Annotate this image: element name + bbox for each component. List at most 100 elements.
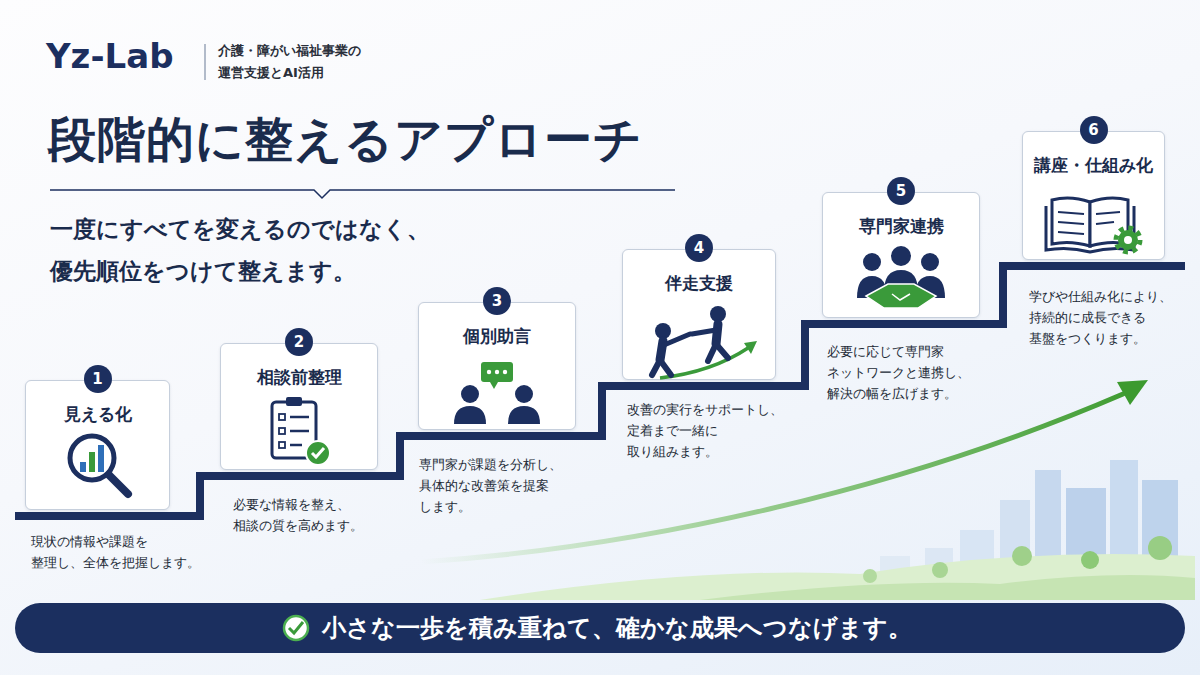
growth-arrowhead xyxy=(1117,380,1148,405)
bubble-tail xyxy=(490,382,498,389)
check-mark xyxy=(289,622,303,633)
tree xyxy=(1081,551,1099,569)
book-cover xyxy=(1046,206,1134,252)
book-page xyxy=(1090,198,1128,246)
rise-arrow xyxy=(660,348,748,378)
step-title: 講座・仕組み化 xyxy=(1023,154,1164,177)
clip xyxy=(286,397,302,406)
person-body xyxy=(454,406,486,424)
book-page xyxy=(1052,198,1090,246)
step-number: 1 xyxy=(84,365,112,393)
tagline: 介護・障がい福祉事業の 運営支援とAI活用 xyxy=(218,40,458,84)
tree xyxy=(1148,536,1172,560)
banner-text: 小さな一歩を積み重ねて、確かな成果へつなげます。 xyxy=(322,603,912,653)
person-body xyxy=(884,270,918,292)
network-icon xyxy=(857,246,945,308)
step-title: 専門家連携 xyxy=(823,215,979,238)
person-arm xyxy=(664,334,690,345)
step-number-text: 3 xyxy=(483,287,511,315)
person-head xyxy=(515,385,533,403)
check-badge xyxy=(306,441,330,465)
hill xyxy=(700,575,1195,600)
step-title: 個別助言 xyxy=(419,325,575,348)
lens xyxy=(70,436,114,480)
person-head xyxy=(461,385,479,403)
person-body xyxy=(508,406,540,424)
person-body xyxy=(716,324,718,344)
board xyxy=(272,402,316,458)
step-description: 学びや仕組み化により、 持続的に成長できる 基盤をつくります。 xyxy=(1029,286,1189,349)
step-card: 相談前整理必要な情報を整え、 相談の質を高めます。2 xyxy=(220,343,378,470)
person-head xyxy=(921,253,939,271)
person-head xyxy=(891,246,911,266)
checkbox xyxy=(279,414,285,420)
step-title: 見える化 xyxy=(26,403,169,426)
page-title: 段階的に整えるアプローチ xyxy=(48,108,643,172)
support-icon xyxy=(652,306,757,378)
clipboard-icon xyxy=(272,397,330,465)
logo-separator xyxy=(204,44,206,80)
step-description: 必要に応じて専門家 ネットワークと連携し、 解決の幅を広げます。 xyxy=(827,341,1002,404)
step-number: 4 xyxy=(685,234,713,262)
check-mark xyxy=(312,448,324,457)
step-number-text: 6 xyxy=(1080,116,1108,144)
step-title: 相談前整理 xyxy=(221,366,377,389)
step-number-text: 1 xyxy=(84,365,112,393)
step-number: 5 xyxy=(887,177,915,205)
checkbox xyxy=(279,442,285,448)
tree xyxy=(863,569,877,583)
title-underline xyxy=(50,190,675,198)
person-body xyxy=(915,276,945,298)
person-head xyxy=(863,253,881,271)
bubble-dot xyxy=(503,370,507,374)
step-number-text: 5 xyxy=(887,177,915,205)
handshake-detail xyxy=(892,294,910,300)
trees xyxy=(863,536,1172,583)
gear-hole xyxy=(1124,236,1132,244)
bar xyxy=(89,452,95,472)
handle xyxy=(109,475,128,494)
step-card: 専門家連携必要に応じて専門家 ネットワークと連携し、 解決の幅を広げます。5 xyxy=(822,192,980,318)
step-number-text: 4 xyxy=(685,234,713,262)
list-line xyxy=(290,444,302,447)
tree xyxy=(1012,546,1032,566)
tree xyxy=(932,562,948,578)
bar xyxy=(80,462,86,472)
step-card: 伴走支援改善の実行をサポートし、 定着まで一緒に 取り組みます。4 xyxy=(622,249,776,380)
subtitle: 一度にすべてを変えるのではなく、 優先順位をつけて整えます。 xyxy=(50,208,650,292)
step-description: 改善の実行をサポートし、 定着まで一緒に 取り組みます。 xyxy=(627,399,817,462)
step-description: 必要な情報を整え、 相談の質を高めます。 xyxy=(233,494,423,536)
person-leg xyxy=(716,344,728,358)
bubble-dot xyxy=(487,370,491,374)
step-card: 見える化現状の情報や課題を 整理し、全体を把握します。1 xyxy=(25,380,170,510)
advice-icon xyxy=(454,362,540,424)
rise-arrowhead xyxy=(744,341,757,354)
gear-teeth xyxy=(1116,228,1140,252)
step-card: 個別助言専門家が課題を分析し、 具体的な改善策を提案 します。3 xyxy=(418,302,576,430)
person-head xyxy=(710,306,726,322)
page-line xyxy=(1058,222,1084,224)
person-leg xyxy=(660,360,671,375)
person-body xyxy=(660,341,663,360)
magnifier-icon xyxy=(70,436,128,494)
step-description: 専門家が課題を分析し、 具体的な改善策を提案 します。 xyxy=(419,454,604,517)
step-number: 2 xyxy=(285,328,313,356)
bubble-dot xyxy=(495,370,499,374)
gear xyxy=(1118,230,1138,250)
person-body xyxy=(857,276,887,298)
person-head xyxy=(655,323,671,339)
list-line xyxy=(290,430,309,433)
book-gear-icon xyxy=(1046,198,1140,252)
step-card: 講座・仕組み化学びや仕組み化により、 持続的に成長できる 基盤をつくります。6 xyxy=(1022,131,1165,260)
step-description: 現状の情報や課題を 整理し、全体を把握します。 xyxy=(31,531,221,573)
person-leg xyxy=(708,344,716,361)
page-line xyxy=(1058,212,1084,214)
message-banner: 小さな一歩を積み重ねて、確かな成果へつなげます。 xyxy=(15,603,1185,653)
speech-bubble xyxy=(481,362,513,382)
step-number: 6 xyxy=(1080,116,1108,144)
checkbox xyxy=(279,428,285,434)
person-leg xyxy=(652,360,660,375)
